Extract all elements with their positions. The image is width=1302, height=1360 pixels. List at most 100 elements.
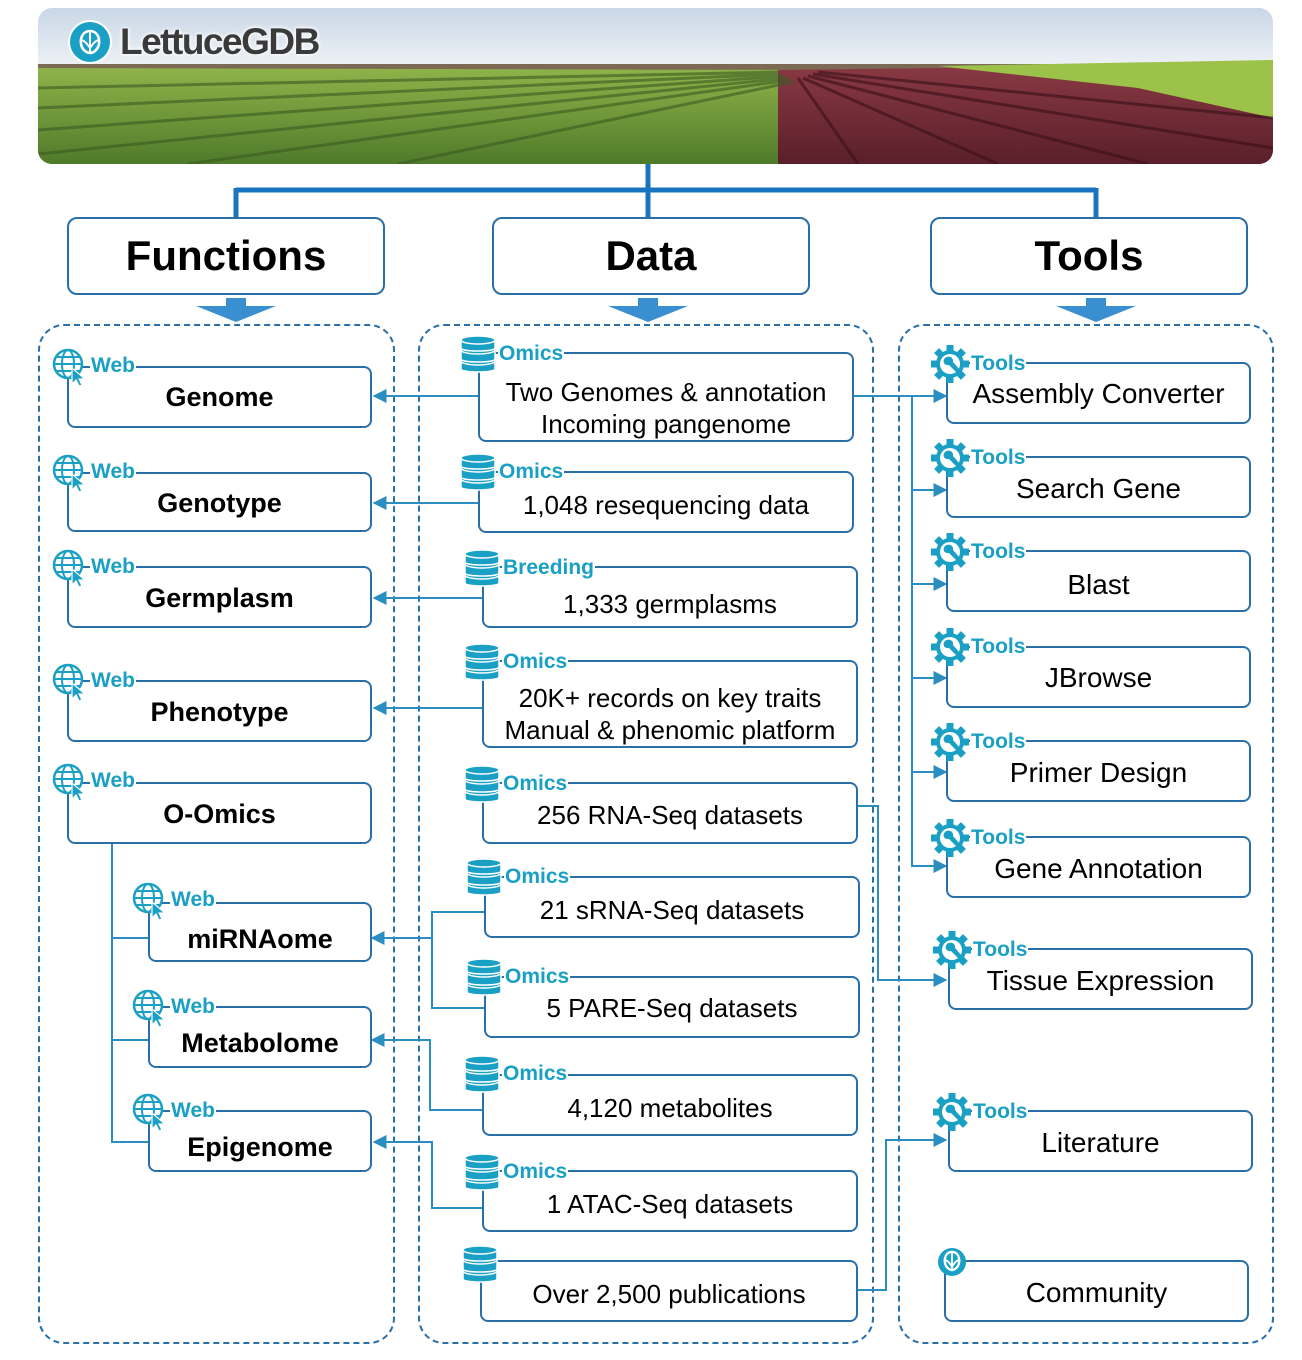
database-icon: [458, 334, 498, 374]
function-label: Genotype: [157, 488, 282, 518]
tool-label: JBrowse: [1044, 662, 1153, 693]
function-label: Germplasm: [145, 583, 294, 613]
tools-tag: Tools: [930, 818, 1027, 858]
web-tag: Web: [130, 880, 216, 920]
database-icon: [464, 957, 504, 997]
omics-tag: Omics: [462, 764, 569, 804]
gear-icon: [932, 1092, 972, 1132]
data-line: 21 sRNA-Seq datasets: [539, 895, 805, 925]
function-germplasm[interactable]: Germplasm: [67, 566, 372, 628]
tool-jbrowse[interactable]: JBrowse: [946, 646, 1251, 708]
data-line: 1,048 resequencing data: [522, 490, 810, 520]
data-line: Two Genomes & annotation: [505, 377, 827, 407]
data-header: Data: [492, 217, 810, 295]
function-label: Phenotype: [150, 697, 289, 727]
omics-tag: Omics: [462, 1152, 569, 1192]
tools-tag: Tools: [932, 1092, 1029, 1132]
tool-blast[interactable]: Blast: [946, 550, 1251, 612]
data-atac-seq[interactable]: 1 ATAC-Seq datasets: [482, 1170, 858, 1232]
data-line: 256 RNA-Seq datasets: [537, 800, 803, 830]
gear-icon: [932, 930, 972, 970]
web-icon: [130, 1091, 170, 1131]
web-tag: Web: [50, 661, 136, 701]
function-label: miRNAome: [187, 924, 333, 954]
gear-icon: [930, 344, 970, 384]
web-tag: Web: [50, 761, 136, 801]
data-srna-seq[interactable]: 21 sRNA-Seq datasets: [484, 876, 860, 938]
data-resequencing[interactable]: 1,048 resequencing data: [478, 471, 854, 533]
tools-tag: Tools: [930, 627, 1027, 667]
web-tag: Web: [50, 547, 136, 587]
web-icon: [130, 880, 170, 920]
data-line: Over 2,500 publications: [532, 1279, 806, 1309]
tool-label: Literature: [1041, 1127, 1160, 1158]
data-line: Incoming pangenome: [540, 409, 792, 439]
gear-icon: [930, 818, 970, 858]
data-line: 1 ATAC-Seq datasets: [546, 1189, 794, 1219]
omics-tag: Omics: [462, 642, 569, 682]
lettucegdb-logo[interactable]: LettuceGDB: [66, 18, 320, 66]
database-icon: [462, 548, 502, 588]
omics-tag: Omics: [458, 452, 565, 492]
omics-tag: Omics: [464, 857, 571, 897]
function-genotype[interactable]: Genotype: [67, 472, 372, 532]
tools-tag: Tools: [930, 344, 1027, 384]
data-line: 4,120 metabolites: [567, 1093, 773, 1123]
functions-column: [38, 324, 395, 1344]
tools-tag: Tools: [930, 722, 1027, 762]
function-mirnaome[interactable]: miRNAome: [148, 902, 372, 962]
omics-tag: Omics: [458, 334, 565, 374]
function-o-omics[interactable]: O-Omics: [67, 782, 372, 844]
tool-search-gene[interactable]: Search Gene: [946, 456, 1251, 518]
gear-icon: [930, 438, 970, 478]
tools-column: [898, 324, 1274, 1344]
database-icon: [462, 1054, 502, 1094]
tools-tag: Tools: [930, 438, 1027, 478]
tools-header: Tools: [930, 217, 1248, 295]
tool-label: Gene Annotation: [994, 853, 1203, 884]
banner-photo: LettuceGDB: [38, 8, 1273, 164]
web-tag: Web: [130, 987, 216, 1027]
tool-label: Community: [1025, 1277, 1168, 1308]
lettuce-logo-icon: [68, 20, 112, 64]
data-publications[interactable]: Over 2,500 publications: [480, 1260, 858, 1322]
breeding-tag: Breeding: [462, 548, 596, 588]
data-metabolites[interactable]: 4,120 metabolites: [482, 1074, 858, 1136]
tool-label: Tissue Expression: [986, 965, 1215, 996]
web-icon: [50, 452, 90, 492]
database-icon: [462, 642, 502, 682]
web-tag: Web: [50, 346, 136, 386]
web-icon: [50, 661, 90, 701]
data-genomes[interactable]: Two Genomes & annotation Incoming pangen…: [478, 352, 854, 442]
web-tag: Web: [50, 452, 136, 492]
database-icon: [464, 857, 504, 897]
function-label: O-Omics: [163, 799, 276, 829]
web-icon: [50, 346, 90, 386]
web-tag: Web: [130, 1091, 216, 1131]
function-label: Epigenome: [187, 1132, 333, 1162]
tool-label: Assembly Converter: [972, 378, 1225, 409]
data-line: Manual & phenomic platform: [504, 715, 836, 745]
gear-icon: [930, 722, 970, 762]
function-label: Genome: [165, 382, 274, 412]
function-label: Metabolome: [181, 1028, 339, 1058]
data-traits[interactable]: 20K+ records on key traits Manual & phen…: [482, 660, 858, 748]
tool-community[interactable]: Community: [944, 1260, 1249, 1322]
tools-tag: Tools: [930, 532, 1027, 572]
data-line: 1,333 germplasms: [563, 589, 777, 619]
database-icon: [462, 764, 502, 804]
tool-tissue-expression[interactable]: Tissue Expression: [948, 948, 1253, 1010]
web-icon: [130, 987, 170, 1027]
lettuce-logo-icon: [932, 1242, 972, 1282]
tools-tag: Tools: [932, 930, 1029, 970]
publications-tag: [460, 1244, 500, 1284]
data-line: 5 PARE-Seq datasets: [546, 993, 798, 1023]
database-icon: [460, 1244, 500, 1284]
tool-label: Search Gene: [1016, 473, 1181, 504]
tool-primer-design[interactable]: Primer Design: [946, 740, 1251, 802]
omics-tag: Omics: [464, 957, 571, 997]
database-icon: [462, 1152, 502, 1192]
gear-icon: [930, 627, 970, 667]
database-icon: [458, 452, 498, 492]
